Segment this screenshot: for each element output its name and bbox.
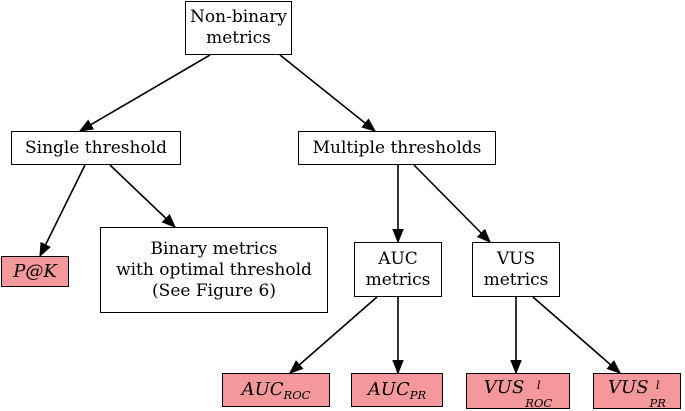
edge-multi-to-vus: [413, 164, 492, 244]
math-label: VUS l PR: [608, 376, 666, 410]
node-auc-metrics: AUC metrics: [354, 242, 442, 297]
math-subscript: ROC: [283, 387, 311, 402]
node-vus-pr: VUS l PR: [593, 373, 681, 409]
node-p-at-k: P@K: [1, 256, 69, 287]
edge-auc-to-auc_roc: [288, 296, 378, 374]
math-base: VUS: [483, 376, 525, 398]
node-label-line: metrics: [365, 269, 431, 290]
node-vus-metrics: VUS metrics: [472, 242, 560, 297]
math-superscript: l: [536, 377, 541, 392]
node-label-line: Single threshold: [24, 137, 167, 158]
node-label-line: with optimal threshold: [116, 259, 312, 280]
node-label-line: Non-binary: [190, 7, 287, 27]
node-label-line: AUC: [378, 248, 418, 269]
math-base: AUC: [367, 378, 410, 400]
node-binary-metrics: Binary metrics with optimal threshold (S…: [100, 227, 328, 313]
edge-vus-to-vus_pr: [532, 296, 622, 374]
node-label-line: Multiple thresholds: [312, 137, 482, 158]
edge-root-to-multi: [279, 54, 377, 132]
math-label: VUS l ROC: [483, 376, 553, 410]
node-multiple-thresholds: Multiple thresholds: [298, 131, 496, 165]
node-vus-roc: VUS l ROC: [466, 373, 570, 409]
node-label-line: metrics: [206, 28, 271, 48]
math-subscript: ROC: [525, 395, 553, 410]
node-label-line: VUS: [496, 248, 536, 269]
math-base: VUS: [608, 376, 649, 398]
node-single-threshold: Single threshold: [11, 131, 181, 165]
edge-single-to-pk: [39, 164, 86, 258]
math-base: AUC: [241, 378, 284, 400]
edge-root-to-single: [78, 54, 211, 132]
node-label-line: Binary metrics: [150, 238, 278, 259]
math-subscript: PR: [409, 387, 427, 402]
node-label-line: metrics: [483, 269, 549, 290]
math-superscript: l: [655, 377, 660, 392]
node-label-line: P@K: [13, 261, 57, 282]
edge-single-to-binary: [109, 164, 177, 228]
node-label-line: (See Figure 6): [152, 280, 276, 301]
math-subscript: PR: [649, 395, 666, 410]
node-non-binary-metrics: Non-binary metrics: [185, 1, 292, 55]
math-scripts: l PR: [649, 379, 666, 410]
math-scripts: l ROC: [525, 379, 553, 410]
